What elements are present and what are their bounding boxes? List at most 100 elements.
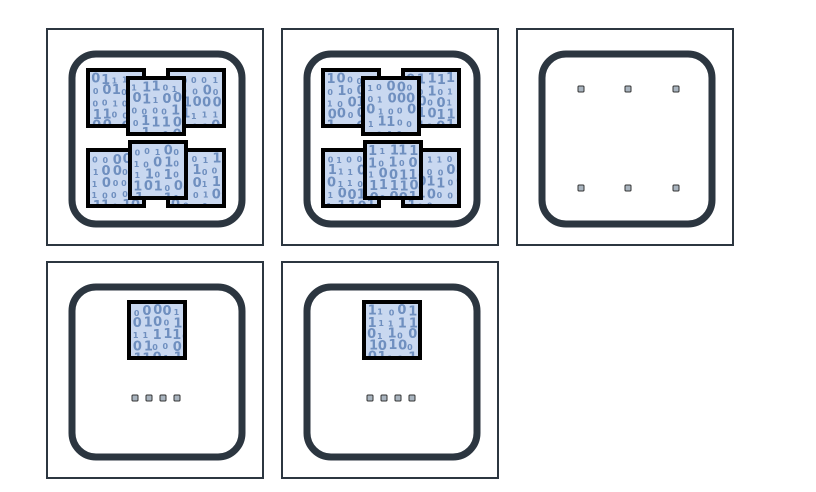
- svg-text:0: 0: [447, 155, 453, 164]
- svg-text:0: 0: [397, 303, 406, 318]
- svg-text:1: 1: [133, 180, 142, 195]
- svg-text:1: 1: [164, 192, 173, 207]
- svg-text:0: 0: [398, 338, 407, 353]
- svg-text:0: 0: [143, 161, 149, 170]
- svg-text:1: 1: [407, 198, 416, 213]
- svg-text:1: 1: [357, 187, 366, 202]
- svg-text:1: 1: [456, 192, 462, 201]
- svg-text:1: 1: [446, 98, 452, 107]
- svg-text:1: 1: [417, 92, 426, 107]
- container-box: 0111000010010010001100100010100000111000…: [68, 50, 246, 228]
- svg-text:0: 0: [368, 95, 374, 104]
- svg-text:0: 0: [390, 190, 399, 205]
- svg-text:1: 1: [338, 180, 344, 189]
- slot-dot-icon: [159, 394, 167, 402]
- svg-text:1: 1: [144, 340, 153, 355]
- svg-text:0: 0: [121, 179, 127, 188]
- svg-text:0: 0: [171, 198, 180, 213]
- svg-text:0: 0: [389, 308, 395, 317]
- svg-text:1: 1: [408, 351, 417, 366]
- svg-text:0: 0: [211, 118, 220, 133]
- svg-text:0: 0: [193, 191, 199, 200]
- svg-text:0: 0: [103, 118, 112, 133]
- svg-text:1: 1: [338, 168, 344, 177]
- svg-text:0: 0: [396, 130, 402, 139]
- svg-text:1: 1: [409, 190, 418, 205]
- svg-text:1: 1: [417, 107, 423, 116]
- svg-text:0: 0: [192, 88, 198, 97]
- slot-dot-icon: [577, 184, 585, 192]
- svg-text:0: 0: [121, 119, 130, 134]
- svg-text:1: 1: [213, 76, 219, 85]
- binary-data-chip-icon: 111110101001100110111100000011: [363, 140, 427, 206]
- svg-text:0: 0: [121, 88, 127, 97]
- svg-text:0: 0: [141, 202, 147, 211]
- svg-text:1: 1: [326, 72, 335, 87]
- svg-text:1: 1: [369, 339, 378, 354]
- svg-text:1: 1: [390, 179, 399, 194]
- svg-text:0: 0: [418, 332, 424, 341]
- svg-text:0: 0: [212, 188, 221, 203]
- svg-text:1: 1: [398, 354, 404, 363]
- svg-text:1: 1: [174, 350, 183, 365]
- svg-text:0: 0: [378, 339, 387, 354]
- svg-text:1: 1: [427, 85, 436, 100]
- svg-text:0: 0: [399, 191, 408, 206]
- svg-text:1: 1: [337, 199, 346, 214]
- svg-text:0: 0: [193, 95, 202, 110]
- svg-text:1: 1: [212, 152, 221, 167]
- container-box: [538, 50, 716, 228]
- svg-text:0: 0: [367, 327, 376, 342]
- svg-text:1: 1: [447, 88, 453, 97]
- svg-text:0: 0: [192, 203, 198, 212]
- svg-text:1: 1: [337, 84, 346, 99]
- svg-text:1: 1: [446, 118, 455, 133]
- svg-text:0: 0: [397, 119, 403, 128]
- svg-text:1: 1: [162, 115, 171, 130]
- svg-text:0: 0: [457, 200, 466, 215]
- svg-text:0: 0: [213, 88, 219, 97]
- svg-text:0: 0: [102, 83, 111, 98]
- svg-text:1: 1: [418, 155, 427, 170]
- svg-text:1: 1: [212, 203, 218, 212]
- svg-text:0: 0: [357, 180, 363, 189]
- svg-text:1: 1: [112, 100, 118, 109]
- svg-text:0: 0: [93, 87, 99, 96]
- svg-text:1: 1: [327, 100, 333, 109]
- svg-text:1: 1: [417, 72, 426, 87]
- svg-text:1: 1: [172, 328, 181, 343]
- svg-text:0: 0: [153, 303, 162, 318]
- svg-text:1: 1: [398, 317, 407, 332]
- svg-text:0: 0: [102, 99, 108, 108]
- svg-text:0: 0: [328, 108, 337, 123]
- svg-text:0: 0: [131, 198, 140, 213]
- svg-text:0: 0: [133, 119, 139, 128]
- svg-text:1: 1: [387, 130, 393, 139]
- svg-text:0: 0: [153, 195, 159, 204]
- svg-text:1: 1: [174, 308, 180, 317]
- binary-data-chip-icon: 000010010011111110010001110110: [127, 300, 187, 367]
- svg-text:1: 1: [368, 120, 374, 129]
- svg-text:0: 0: [164, 319, 170, 328]
- svg-text:1: 1: [456, 108, 465, 123]
- slot-dot-icon: [624, 85, 632, 93]
- svg-text:1: 1: [192, 163, 201, 178]
- svg-text:0: 0: [93, 100, 99, 109]
- slot-dot-icon: [408, 394, 416, 402]
- svg-text:0: 0: [142, 107, 148, 116]
- container-box: 000010010011111110010001110110: [68, 283, 246, 461]
- svg-text:0: 0: [347, 75, 353, 84]
- svg-text:1: 1: [347, 168, 353, 177]
- svg-text:1: 1: [337, 124, 343, 133]
- svg-text:0: 0: [203, 84, 212, 99]
- svg-text:1: 1: [142, 351, 151, 366]
- svg-text:1: 1: [409, 317, 418, 332]
- svg-text:0: 0: [388, 108, 394, 117]
- svg-text:0: 0: [408, 156, 417, 171]
- svg-text:1: 1: [390, 143, 399, 158]
- svg-text:1: 1: [173, 316, 182, 331]
- svg-text:0: 0: [91, 71, 100, 86]
- svg-text:1: 1: [446, 71, 455, 86]
- svg-text:1: 1: [134, 352, 143, 367]
- svg-text:0: 0: [191, 76, 197, 85]
